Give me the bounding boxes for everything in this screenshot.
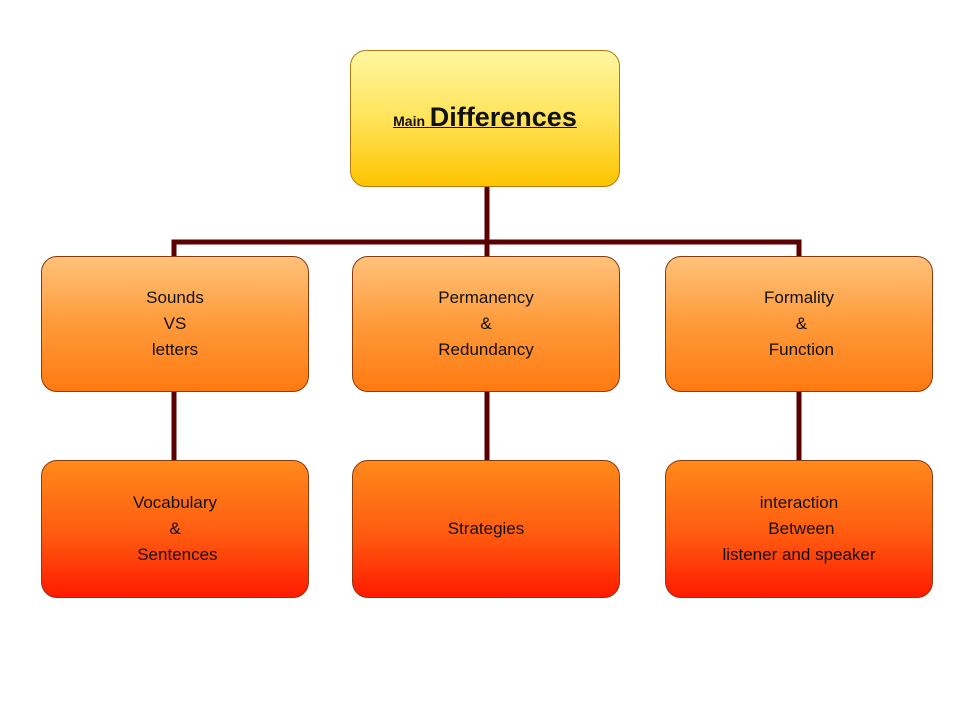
category-node-1: Sounds VS letters [41, 256, 309, 392]
category-2-line-2: & [480, 314, 492, 333]
category-3-line-2: & [790, 314, 808, 333]
category-node-3: Formality & Function [665, 256, 933, 392]
category-1-line-2: VS [163, 314, 187, 333]
category-2-line-3: Redundancy [438, 340, 534, 359]
category-node-2: Permanency & Redundancy [352, 256, 620, 392]
category-1-line-1: Sounds [146, 288, 204, 307]
leaf-1-line-2: & [169, 519, 181, 538]
category-2-line-1: Permanency [438, 288, 534, 307]
category-1-line-3: letters [151, 340, 199, 359]
category-3-line-1: Formality [764, 288, 834, 307]
leaf-3-line-3: listener and speaker [722, 545, 876, 564]
leaf-node-1: Vocabulary & Sentences [41, 460, 309, 598]
leaf-1-line-1: Vocabulary [132, 493, 218, 512]
root-node: Main Differences [350, 50, 620, 187]
leaf-1-line-3: Sentences [132, 545, 218, 564]
category-3-line-3: Function [764, 340, 834, 359]
root-title-big: Differences [429, 101, 577, 132]
leaf-node-3: interaction Between listener and speaker [665, 460, 933, 598]
leaf-3-line-1: interaction [759, 493, 839, 512]
leaf-2-line-1: Strategies [447, 519, 525, 538]
root-title-small: Main [393, 112, 426, 129]
root-title: Main Differences [393, 101, 577, 134]
leaf-3-line-2: Between [763, 519, 835, 538]
leaf-node-2: Strategies [352, 460, 620, 598]
